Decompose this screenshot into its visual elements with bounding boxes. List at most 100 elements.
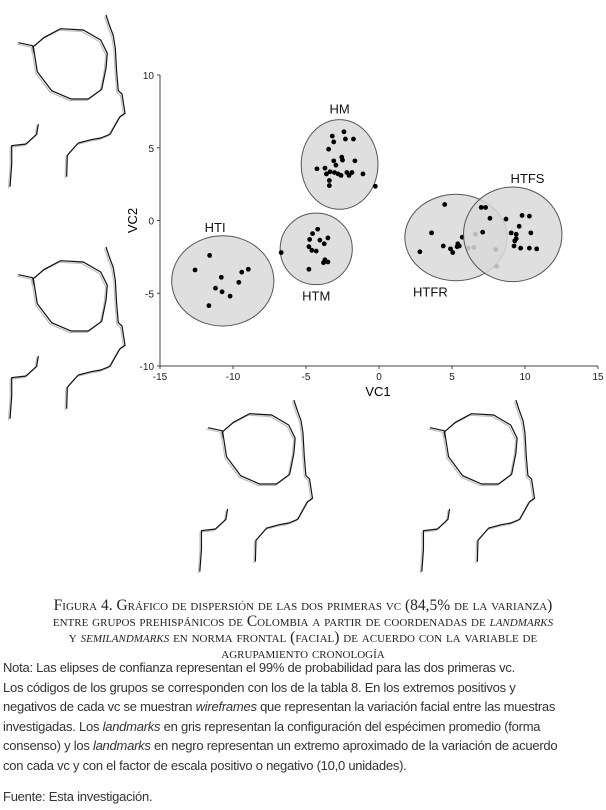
note-line: negativos de cada vc se muestran wirefra… — [3, 697, 603, 717]
group-label: HTFS — [511, 171, 545, 186]
data-point — [325, 259, 331, 265]
data-point — [313, 248, 319, 254]
consensus-wireframe — [7, 15, 125, 189]
data-point — [322, 165, 328, 171]
data-point — [332, 170, 337, 175]
extreme-wireframe — [199, 399, 314, 573]
y-tick-label: -10 — [140, 362, 155, 373]
data-point — [440, 243, 446, 249]
text-segment: agrupamiento cronología — [221, 645, 385, 662]
confidence-ellipse — [300, 119, 379, 210]
data-point — [456, 243, 462, 249]
data-point — [317, 237, 323, 243]
text-segment: Nota: Las elipses de confianza represent… — [3, 660, 516, 675]
x-tick-label: -10 — [226, 372, 241, 383]
group-label: HTFR — [413, 285, 448, 300]
data-point — [341, 129, 347, 135]
italic-term: landmarks — [102, 718, 161, 734]
data-point — [429, 230, 434, 236]
note-line: investigadas. Los landmarks en gris repr… — [3, 717, 603, 737]
data-point — [306, 244, 312, 250]
italic-term: wireframes — [195, 699, 257, 715]
text-segment: en negro representan un extremo aproxima… — [150, 738, 558, 754]
group-label: HTI — [205, 220, 226, 235]
data-point — [278, 250, 284, 255]
text-segment: con cada vc y con el factor de escala po… — [3, 757, 407, 773]
data-point — [192, 267, 198, 273]
text-segment: y — [68, 629, 81, 646]
confidence-ellipse — [171, 235, 275, 327]
data-point — [331, 158, 337, 164]
wireframe-4 — [419, 399, 536, 574]
data-point — [207, 253, 213, 258]
x-axis-label: VC1 — [365, 384, 390, 399]
data-point — [239, 269, 245, 275]
consensus-wireframe — [197, 400, 312, 574]
data-point — [321, 241, 327, 247]
y-tick-label: 10 — [143, 71, 155, 82]
data-point — [442, 202, 448, 207]
data-point — [503, 216, 509, 222]
data-point — [327, 169, 333, 175]
wireframe-3 — [197, 399, 314, 574]
caption-line: y semilandmarks en norma frontal (facial… — [0, 630, 606, 646]
data-point — [448, 246, 453, 252]
data-point — [206, 303, 212, 309]
text-segment: consenso) y los — [3, 738, 93, 754]
extreme-wireframe — [9, 14, 126, 188]
data-point — [534, 246, 540, 252]
data-point — [314, 166, 320, 172]
y-axis-label: VC2 — [125, 208, 140, 233]
data-point — [218, 274, 224, 280]
x-tick-label: 0 — [376, 372, 382, 383]
text-segment: Los códigos de los grupos se corresponde… — [3, 679, 516, 695]
text-segment: entre grupos prehispánicos de Colombia a… — [52, 613, 490, 630]
text-segment: que representan la variación facial entr… — [256, 699, 556, 715]
figure-caption: Figura 4. Gráfico de dispersión de las d… — [0, 598, 606, 662]
x-tick-label: -5 — [302, 372, 311, 383]
y-tick-label: 5 — [148, 144, 154, 155]
x-tick-label: 5 — [449, 372, 455, 383]
data-point — [518, 245, 524, 251]
y-tick-label: -5 — [145, 289, 154, 300]
extreme-wireframe — [421, 399, 536, 573]
data-point — [508, 230, 514, 236]
note-line: con cada vc y con el factor de escala po… — [3, 756, 603, 776]
data-point — [351, 136, 356, 142]
data-point — [360, 171, 366, 177]
data-point — [326, 146, 332, 152]
italic-term: landmarks — [489, 613, 554, 630]
data-point — [478, 205, 484, 210]
data-point — [213, 285, 218, 291]
group-hti — [171, 235, 275, 327]
data-point — [372, 183, 378, 189]
extreme-wireframe — [9, 246, 126, 420]
data-point — [321, 260, 326, 266]
group-htm — [278, 212, 353, 286]
note-line: consenso) y los landmarks en negro repre… — [3, 736, 603, 756]
data-point — [245, 266, 251, 272]
italic-term: landmarks — [92, 738, 151, 754]
text-segment: en norma frontal (facial) de acuerdo con… — [169, 629, 538, 646]
group-hm — [300, 119, 379, 210]
group-label: HM — [329, 102, 349, 117]
data-point — [528, 230, 534, 236]
caption-line: agrupamiento cronología — [0, 646, 606, 662]
data-point — [310, 231, 315, 236]
text-segment: en gris representan la configuración del… — [160, 718, 541, 734]
data-point — [329, 133, 335, 139]
data-point — [352, 158, 358, 164]
data-point — [513, 231, 519, 237]
group-htfs — [463, 186, 563, 283]
data-point — [526, 245, 532, 251]
data-point — [516, 223, 522, 229]
data-point — [512, 238, 518, 244]
x-tick-label: 15 — [592, 372, 604, 383]
y-tick-label: 0 — [148, 217, 154, 228]
data-point — [526, 213, 532, 219]
x-tick-label: -15 — [153, 372, 168, 383]
data-point — [219, 289, 225, 295]
data-point — [306, 266, 312, 272]
data-point — [326, 183, 332, 188]
